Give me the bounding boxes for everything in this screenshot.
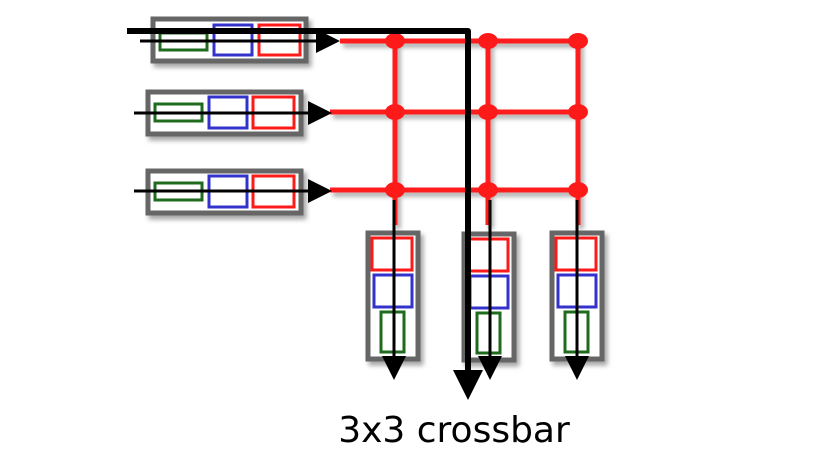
crossbar-grid <box>330 38 581 225</box>
diagram-caption: 3x3 crossbar <box>338 410 570 451</box>
slot-red <box>370 236 414 272</box>
input-arrows <box>134 29 340 203</box>
crosspoint-3-2 <box>478 182 498 198</box>
crosspoints <box>385 33 588 198</box>
highlighted-path-arrow-icon <box>127 28 483 400</box>
crosspoint-2-1 <box>385 104 405 120</box>
crosspoint-3-1 <box>385 182 405 198</box>
output-arrows <box>382 200 589 380</box>
crosspoint-2-2 <box>478 104 498 120</box>
crosspoint-1-3 <box>568 33 588 49</box>
crosspoint-3-3 <box>568 182 588 198</box>
crosspoint-1-1 <box>385 33 405 49</box>
crosspoint-1-2 <box>478 33 498 49</box>
crosspoint-2-3 <box>568 104 588 120</box>
